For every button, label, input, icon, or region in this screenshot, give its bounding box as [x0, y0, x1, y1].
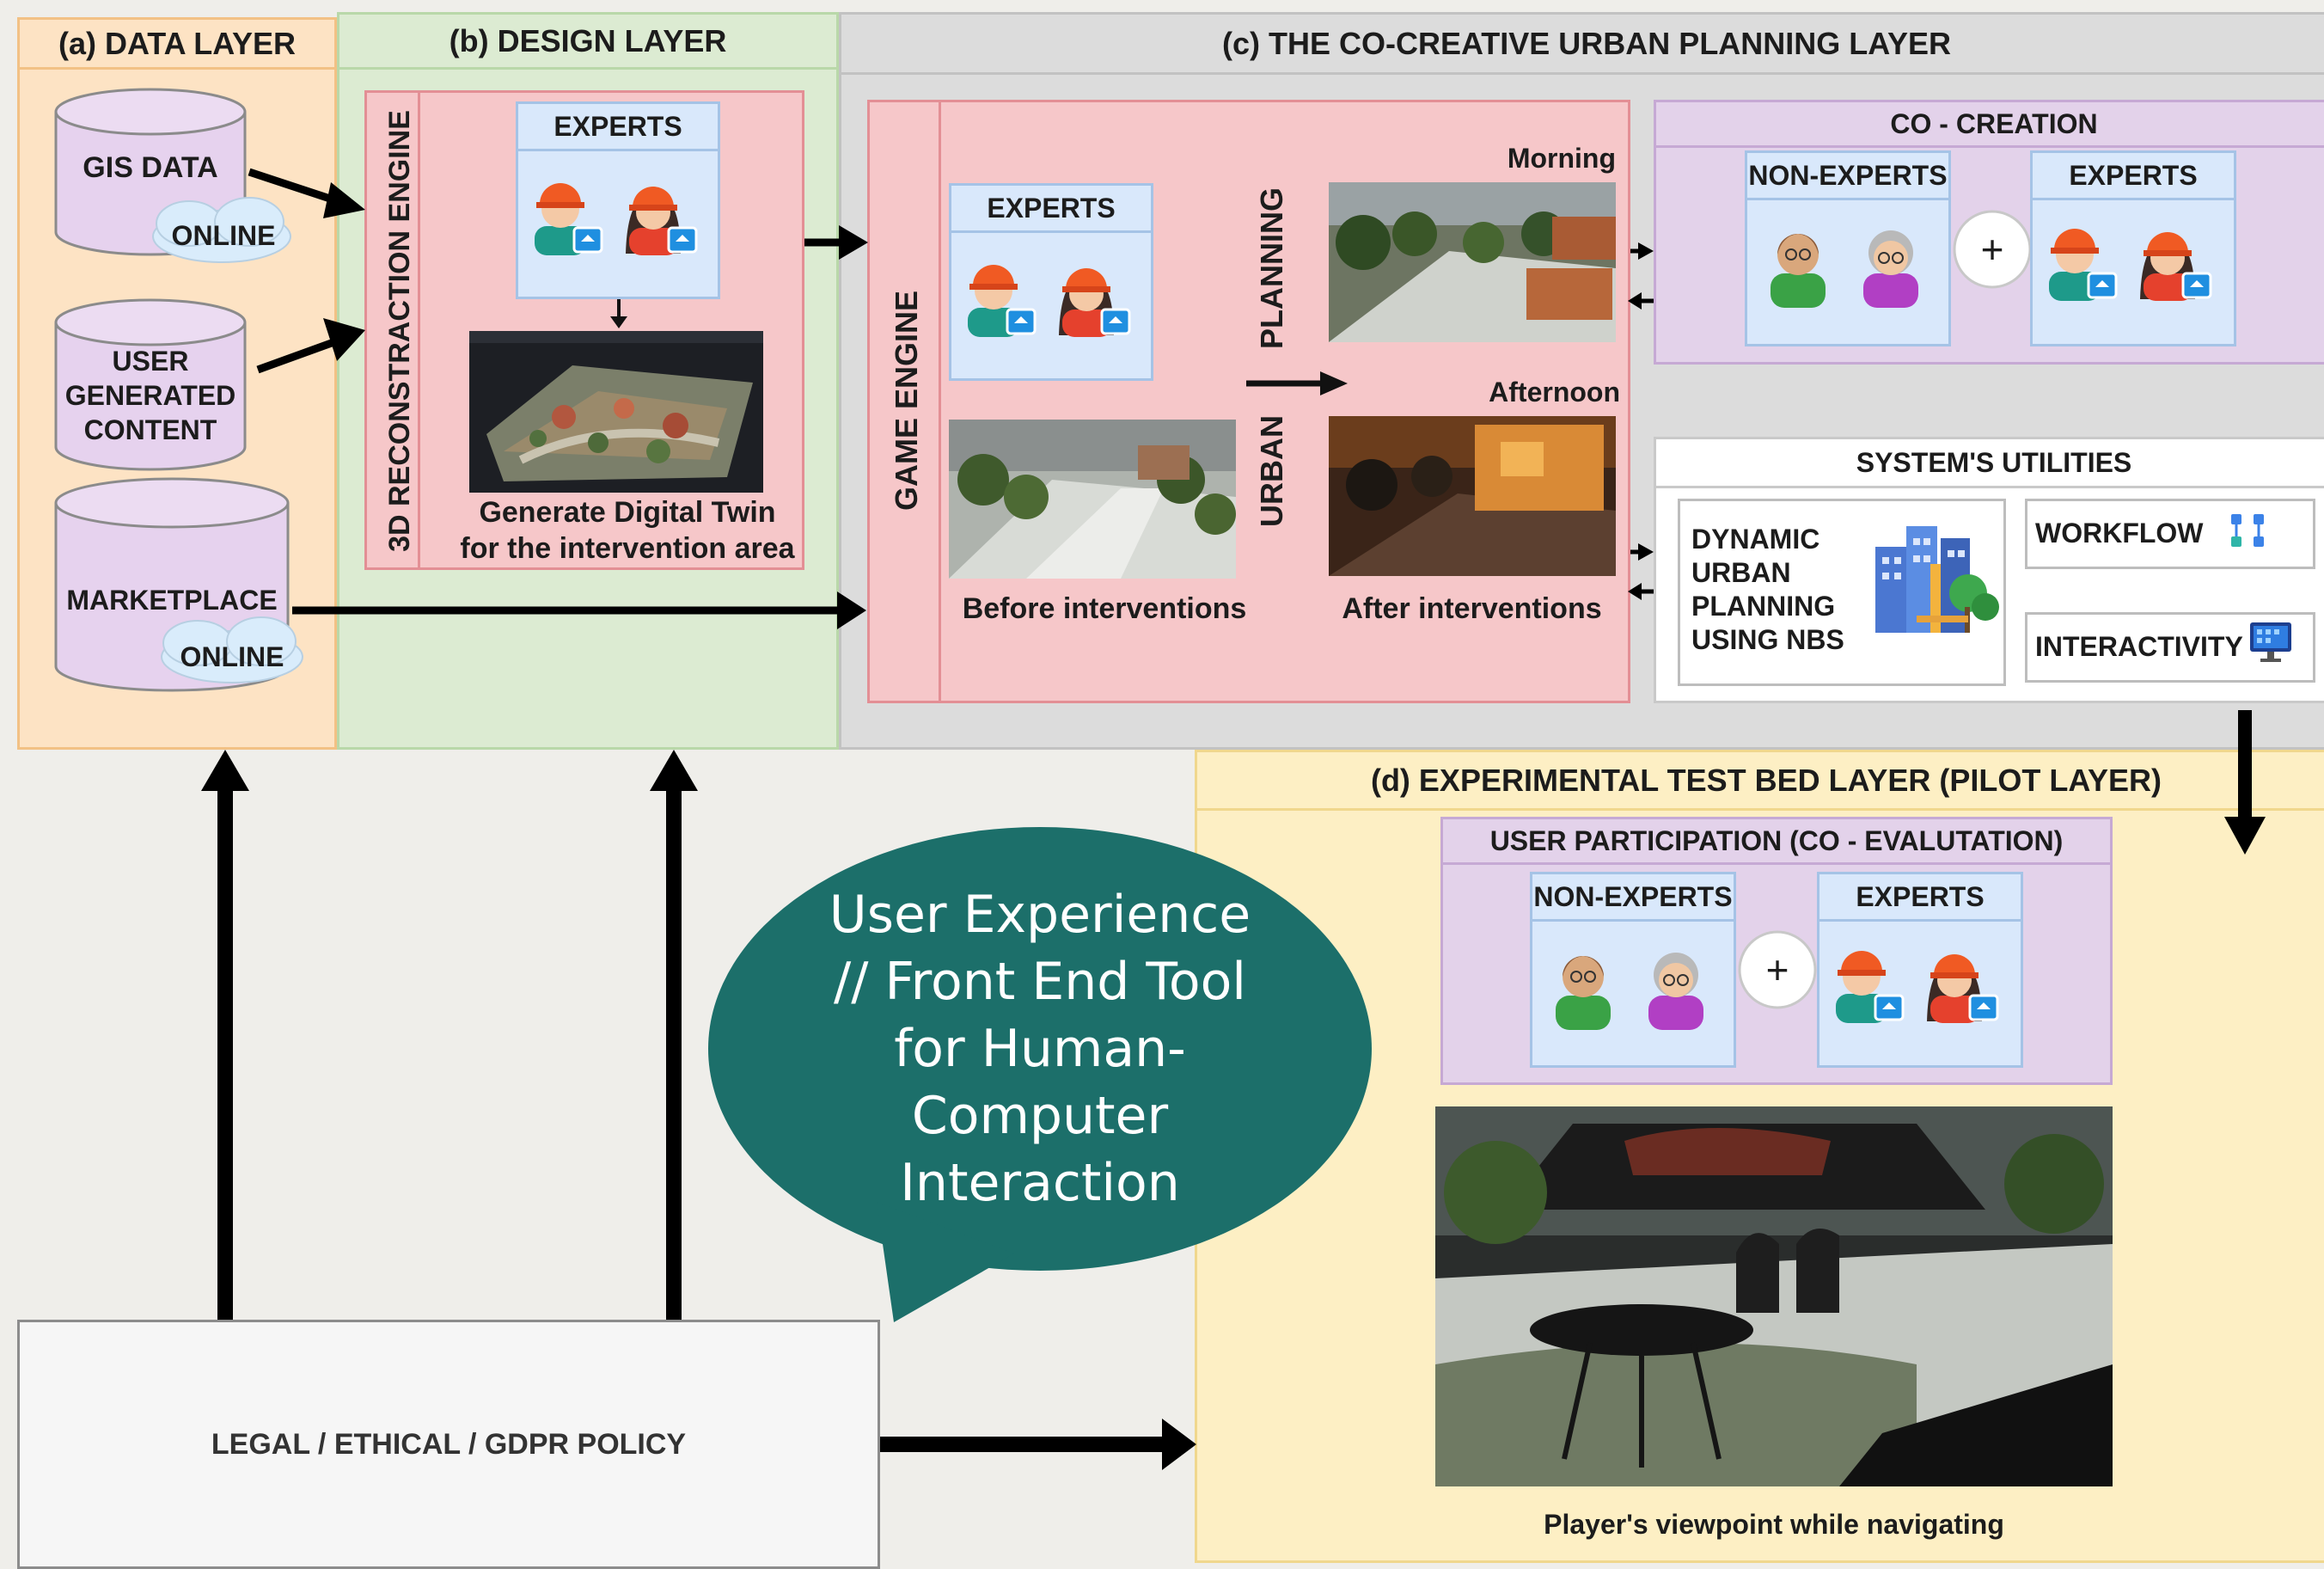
expert-avatar-icon [535, 183, 603, 255]
pilot-layer-title: (d) EXPERIMENTAL TEST BED LAYER (PILOT L… [1197, 752, 2324, 811]
elderly-man-avatar-icon [1771, 234, 1826, 308]
user-generated-content-cylinder [54, 298, 247, 471]
user-participation-title: USER PARTICIPATION (CO - EVALUTATION) [1443, 819, 2110, 865]
bubble-line-2: // Front End Tool [834, 952, 1246, 1012]
pilot-plus: + [1765, 947, 1789, 992]
expert-avatar-icon [1927, 954, 1999, 1023]
dynamic-urban-planning-label: DYNAMIC URBAN PLANNING USING NBS [1691, 523, 1863, 657]
marketplace-online-cloud [161, 616, 303, 683]
design-layer-title: (b) DESIGN LAYER [339, 15, 836, 70]
bubble-line-5: Interaction [900, 1153, 1180, 1213]
expert-avatar-icon [1059, 268, 1131, 337]
expert-avatar-icon [626, 187, 698, 255]
planning-arrow [1246, 371, 1348, 395]
dynamic-line-1: DYNAMIC [1691, 524, 1820, 555]
user-experience-bubble [708, 827, 1372, 1322]
cocreation-plus: + [1980, 227, 2004, 272]
cocreative-layer-title: (c) THE CO-CREATIVE URBAN PLANNING LAYER [841, 15, 2324, 75]
workflow-icon [2231, 514, 2264, 547]
interactivity-icon [2250, 622, 2291, 662]
game-engine-experts-label: EXPERTS [951, 186, 1151, 233]
bubble-line-4: Computer [911, 1086, 1169, 1146]
before-interventions-caption: Before interventions [962, 591, 1247, 625]
design-experts-label: EXPERTS [518, 104, 718, 151]
pilot-non-experts-label: NON-EXPERTS [1532, 874, 1734, 922]
interactivity-label: INTERACTIVITY [2035, 631, 2243, 662]
bubble-line-3: for Human- [894, 1019, 1186, 1079]
ugc-line-1: USER [112, 346, 189, 377]
gis-online-cloud [152, 197, 291, 263]
gis-online-label: ONLINE [171, 219, 276, 251]
experts-to-twin-arrow [610, 299, 627, 328]
cocreation-experts-label: EXPERTS [2033, 153, 2234, 200]
morning-screenshot [1329, 182, 1616, 342]
elderly-man-avatar-icon [1556, 956, 1611, 1030]
workflow-label: WORKFLOW [2035, 518, 2204, 549]
design-experts-avatars [535, 183, 698, 255]
cocreation-non-experts-avatars [1771, 230, 1918, 308]
city-nbs-icon [1875, 526, 1999, 633]
digital-twin-caption-line-1: Generate Digital Twin [479, 496, 776, 529]
elderly-woman-avatar-icon [1863, 230, 1918, 308]
morning-label: Morning [1507, 143, 1616, 174]
pilot-experts-avatars [1836, 951, 1999, 1023]
player-viewpoint-screenshot [1435, 1106, 2113, 1486]
reconstruction-engine-divider [418, 90, 420, 570]
data-layer-title: (a) DATA LAYER [20, 20, 334, 70]
dynamic-line-2: URBAN [1691, 557, 1791, 588]
user-experience-text: User Experience // Front End Tool for Hu… [756, 877, 1324, 1221]
digital-twin-screenshot [469, 331, 763, 493]
digital-twin-caption-line-2: for the intervention area [460, 532, 795, 565]
cocreation-experts-avatars [2049, 229, 2212, 301]
pilot-plus-circle [1738, 930, 1817, 1009]
ugc-line-2: GENERATED [64, 380, 236, 411]
expert-avatar-icon [2049, 229, 2118, 301]
pilot-experts-label: EXPERTS [1819, 874, 2021, 922]
elderly-woman-avatar-icon [1648, 953, 1703, 1030]
game-engine-experts-avatars [968, 265, 1131, 337]
expert-avatar-icon [968, 265, 1037, 337]
marketplace-online-label: ONLINE [180, 640, 284, 672]
policy-label: LEGAL / ETHICAL / GDPR POLICY [211, 1427, 687, 1461]
cocreation-title: CO - CREATION [1656, 102, 2324, 148]
expert-avatar-icon [2140, 232, 2212, 301]
digital-twin-caption: Generate Digital Twin for the interventi… [430, 494, 825, 567]
ugc-line-3: CONTENT [83, 414, 217, 445]
cocreation-non-experts-box: NON-EXPERTS [1745, 150, 1951, 346]
gis-data-label: GIS DATA [83, 150, 218, 184]
game-engine-divider [939, 100, 941, 703]
data-sources-graphics [54, 88, 303, 692]
expert-avatar-icon [1836, 951, 1905, 1023]
before-interventions-screenshot [949, 420, 1236, 579]
marketplace-label: MARKETPLACE [66, 584, 278, 616]
afternoon-screenshot [1329, 416, 1616, 576]
afternoon-label: Afternoon [1489, 377, 1620, 408]
cocreation-non-experts-label: NON-EXPERTS [1747, 153, 1948, 200]
ugc-label: USER GENERATED CONTENT [56, 344, 245, 447]
bubble-line-1: User Experience [829, 885, 1251, 945]
workflow-box [2025, 499, 2315, 569]
player-viewpoint-caption: Player's viewpoint while navigating [1544, 1508, 2004, 1540]
dynamic-line-4: USING NBS [1691, 624, 1844, 655]
after-interventions-caption: After interventions [1342, 591, 1602, 625]
system-utilities-title: SYSTEM'S UTILITIES [1656, 439, 2324, 488]
dynamic-line-3: PLANNING [1691, 591, 1836, 622]
pilot-non-experts-avatars [1556, 953, 1703, 1030]
